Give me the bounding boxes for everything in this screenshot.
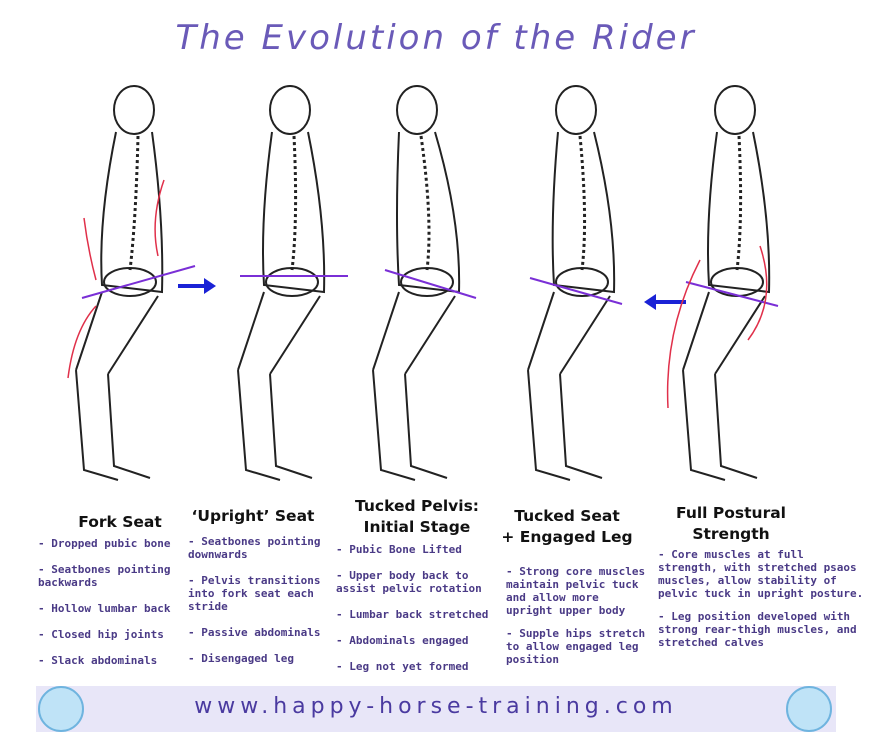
head-outline <box>396 85 438 135</box>
torso-outline <box>551 131 616 294</box>
thigh-outline <box>682 291 766 375</box>
pelvis-outline <box>400 267 454 297</box>
stage-heading-upright-seat: ‘Upright’ Seat <box>178 506 328 527</box>
stage-heading-line: Tucked Seat <box>514 507 620 525</box>
stage-heading-line: Initial Stage <box>363 518 471 536</box>
list-item: Abdominals engaged <box>336 634 500 647</box>
pelvis-angle-line <box>81 265 196 299</box>
torso-outline <box>262 131 326 294</box>
torso-outline <box>396 131 461 294</box>
red-arrow <box>83 217 97 281</box>
list-item: Leg position developed with strong rear-… <box>658 610 864 649</box>
pelvis-outline <box>265 267 319 297</box>
lower-leg-outline <box>237 369 313 481</box>
footer-url-link[interactable]: www.happy-horse-training.com <box>194 694 678 719</box>
stage-bullets-tucked-pelvis: Pubic Bone Lifted Upper body back to ass… <box>336 543 500 686</box>
list-item: Leg not yet formed <box>336 660 500 673</box>
head-outline <box>555 85 597 135</box>
head-outline <box>113 85 155 135</box>
stage-heading-line: ‘Upright’ Seat <box>191 507 315 525</box>
list-item: Seatbones pointing backwards <box>38 563 186 589</box>
stage-heading-line: Tucked Pelvis: <box>354 497 479 515</box>
list-item: Upper body back to assist pelvic rotatio… <box>336 569 500 595</box>
list-item: Pubic Bone Lifted <box>336 543 500 556</box>
thigh-outline <box>527 291 611 375</box>
stage-bullets-tucked-seat: Strong core muscles maintain pelvic tuck… <box>506 565 650 676</box>
list-item: Seatbones pointing downwards <box>188 535 334 561</box>
pelvis-outline <box>555 267 609 297</box>
torso-outline <box>707 131 771 294</box>
red-arrow <box>747 245 768 341</box>
pelvis-outline <box>710 267 764 297</box>
spine <box>128 135 140 271</box>
list-item: Disengaged leg <box>188 652 334 665</box>
list-item: Hollow lumbar back <box>38 602 186 615</box>
list-item: Core muscles at full strength, with stre… <box>658 548 864 600</box>
list-item: Passive abdominals <box>188 626 334 639</box>
red-arrow <box>67 305 97 379</box>
stage-heading-tucked-pelvis: Tucked Pelvis: Initial Stage <box>332 496 502 538</box>
footer-banner: www.happy-horse-training.com <box>36 686 836 732</box>
thigh-outline <box>372 291 456 375</box>
stage-heading-line: Strength <box>692 525 770 543</box>
stage-heading-line: + Engaged Leg <box>501 528 633 546</box>
stage-bullets-fork-seat: Dropped pubic bone Seatbones pointing ba… <box>38 537 186 680</box>
list-item: Lumbar back stretched <box>336 608 500 621</box>
list-item: Strong core muscles maintain pelvic tuck… <box>506 565 650 617</box>
pelvis-angle-line <box>685 281 779 307</box>
spine <box>290 135 298 271</box>
thigh-outline <box>237 291 321 375</box>
stage-heading-tucked-seat: Tucked Seat + Engaged Leg <box>492 506 642 548</box>
page-title: The Evolution of the Rider <box>175 18 697 58</box>
head-outline <box>269 85 311 135</box>
list-item: Slack abdominals <box>38 654 186 667</box>
thigh-outline <box>75 291 159 375</box>
list-item: Closed hip joints <box>38 628 186 641</box>
torso-outline <box>100 131 164 294</box>
pelvis-angle-line <box>529 277 623 305</box>
list-item: Dropped pubic bone <box>38 537 186 550</box>
spine <box>735 135 743 271</box>
list-item: Pelvis transitions into fork seat each s… <box>188 574 334 613</box>
head-outline <box>714 85 756 135</box>
blue-arrow-right-head <box>204 278 216 294</box>
stage-heading-fork-seat: Fork Seat <box>40 512 200 533</box>
lower-leg-outline <box>372 369 448 481</box>
stage-heading-full-postural-strength: Full Postural Strength <box>648 503 814 545</box>
spine <box>578 135 587 271</box>
stage-bullets-full-postural-strength: Core muscles at full strength, with stre… <box>658 548 864 659</box>
pelvis-outline <box>103 267 157 297</box>
logo-icon <box>786 686 832 732</box>
lower-leg-outline <box>682 369 758 481</box>
lower-leg-outline <box>527 369 603 481</box>
spine <box>419 135 431 271</box>
pelvis-angle-line <box>384 269 477 299</box>
blue-arrow-left-head <box>644 294 656 310</box>
list-item: Supple hips stretch to allow engaged leg… <box>506 627 650 666</box>
stage-bullets-upright-seat: Seatbones pointing downwards Pelvis tran… <box>188 535 334 678</box>
logo-icon <box>38 686 84 732</box>
stage-heading-line: Full Postural <box>676 504 786 522</box>
rider-figures <box>67 85 779 481</box>
lower-leg-outline <box>75 369 151 481</box>
red-arrow <box>666 259 701 409</box>
red-arrow <box>154 179 165 257</box>
stage-heading-line: Fork Seat <box>78 513 162 531</box>
